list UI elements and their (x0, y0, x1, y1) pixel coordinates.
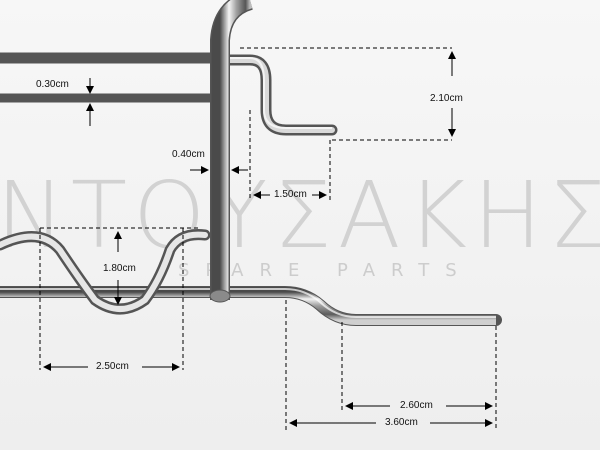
dimension-lines (39, 47, 497, 430)
tube-thickness-label: 0.40cm (172, 149, 205, 160)
rod-thickness-label: 0.30cm (36, 79, 69, 90)
dip-width-label: 2.50cm (96, 361, 129, 372)
hook-rod (224, 54, 338, 136)
dip-depth-label: 1.80cm (103, 263, 136, 274)
lower-rod (0, 286, 502, 326)
end-length-label: 2.60cm (400, 400, 433, 411)
hook-offset-label: 1.50cm (274, 189, 307, 200)
hook-height-label: 2.10cm (430, 93, 463, 104)
vertical-tube (209, 0, 254, 303)
total-end-length-label: 3.60cm (385, 417, 418, 428)
wavy-rod (0, 229, 211, 315)
